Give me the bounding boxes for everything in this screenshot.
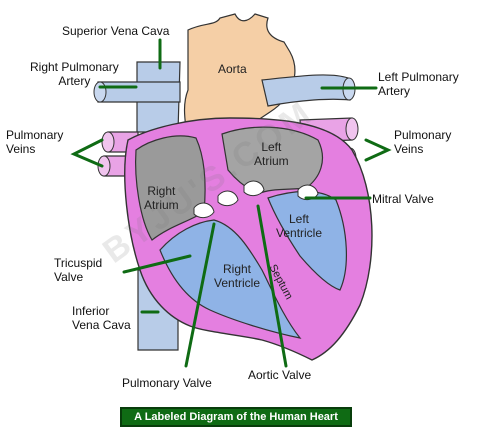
label-pulmonary-veins-left: Pulmonary Veins xyxy=(6,128,64,156)
label-left-ventricle: Left Ventricle xyxy=(276,212,323,240)
label-left-pulmonary-artery: Left Pulmonary Artery xyxy=(378,70,459,98)
pointer-pulmonary-veins-right xyxy=(364,138,392,162)
pointer-pulmonary-valve xyxy=(184,222,216,368)
pointer-aortic-valve xyxy=(256,204,288,368)
aortic-valve-shape xyxy=(243,180,265,197)
mitral-valve-shape xyxy=(297,184,319,201)
label-tricuspid-valve: Tricuspid Valve xyxy=(54,256,103,284)
diagram-caption: A Labeled Diagram of the Human Heart xyxy=(120,407,352,427)
pointer-tricuspid-valve xyxy=(122,254,192,274)
left-ventricle-chamber xyxy=(267,190,347,291)
label-left-atrium: Left Atrium xyxy=(254,140,289,168)
label-pulmonary-veins-right: Pulmonary Veins xyxy=(394,128,452,156)
label-right-atrium: Right Atrium xyxy=(144,184,179,212)
label-inferior-vena-cava: Inferior Vena Cava xyxy=(72,304,131,332)
label-superior-vena-cava: Superior Vena Cava xyxy=(62,24,170,38)
label-aorta: Aorta xyxy=(218,62,247,76)
tricuspid-valve-shape xyxy=(193,202,215,219)
label-pulmonary-valve: Pulmonary Valve xyxy=(122,376,212,390)
left-pulmonary-artery-vessel xyxy=(261,74,351,107)
label-right-pulmonary-artery: Right Pulmonary Artery xyxy=(30,60,119,88)
pointer-pulmonary-veins-left xyxy=(70,138,104,168)
label-mitral-valve: Mitral Valve xyxy=(372,192,434,206)
pulmonary-valve-shape xyxy=(217,190,239,207)
right-ventricle-chamber xyxy=(159,219,302,339)
pointer-lines xyxy=(70,38,392,368)
label-aortic-valve: Aortic Valve xyxy=(248,368,312,382)
label-right-ventricle: Right Ventricle xyxy=(214,262,261,290)
